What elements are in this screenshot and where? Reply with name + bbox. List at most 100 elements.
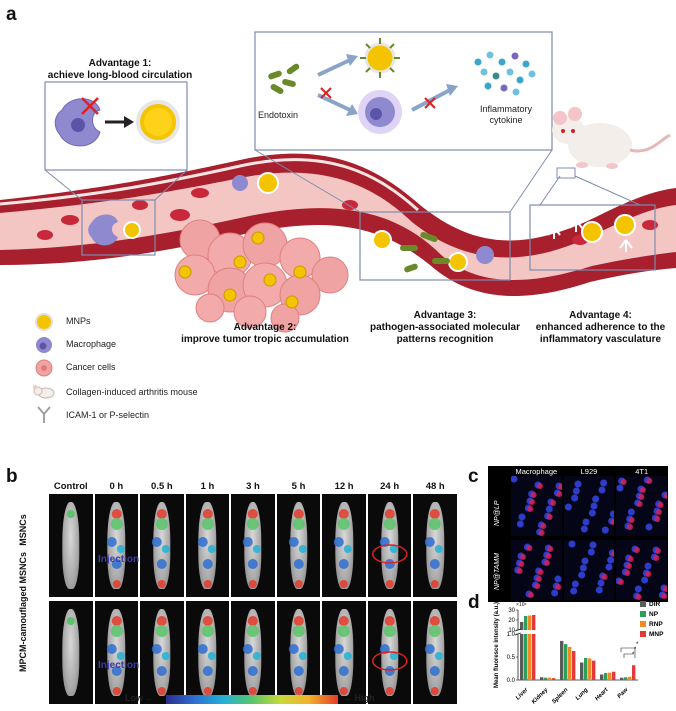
time-header: 12 h — [321, 481, 367, 492]
bar — [544, 678, 547, 680]
category-label: Spleen — [551, 687, 569, 705]
panel-b-imaging-grid — [48, 494, 458, 704]
bar — [520, 634, 523, 680]
cytokine-label: Inflammatorycytokine — [470, 104, 542, 126]
microscopy-column-header: Macrophage — [510, 467, 563, 476]
colorbar-low-label: Low ← — [125, 693, 155, 703]
microscopy-image — [511, 540, 562, 600]
y-tick-label: 1.0 — [507, 632, 516, 638]
legend-macrophage: Macrophage — [66, 339, 116, 349]
microscopy-image — [564, 540, 615, 600]
legend-swatch — [640, 631, 646, 637]
time-header: Control — [48, 481, 94, 492]
significance-mark: * — [636, 642, 639, 648]
bar — [624, 677, 627, 680]
adv2-label: Advantage 2:improve tumor tropic accumul… — [180, 322, 350, 346]
bar — [628, 677, 631, 680]
microscopy-image — [564, 476, 615, 536]
microscopy-image — [511, 476, 562, 536]
bar — [560, 641, 563, 680]
time-header: 5 h — [276, 481, 322, 492]
injection-label-top: Injection — [98, 554, 139, 565]
legend-label: MNP — [649, 631, 664, 638]
y-axis-label: Mean fluoresce intensity (a.u.) — [494, 602, 500, 688]
adv1-label: Advantage 1:achieve long-blood circulati… — [40, 58, 200, 82]
category-label: Kidney — [531, 687, 550, 706]
time-header: 48 h — [412, 481, 458, 492]
bar — [528, 616, 531, 631]
c-row-label-2: NP@TAMM — [494, 553, 501, 590]
mouse-image — [49, 601, 93, 704]
y-tick-label: 20 — [508, 618, 515, 624]
mouse-icon — [33, 385, 54, 398]
panel-d-letter: d — [468, 592, 480, 614]
bar — [608, 673, 611, 680]
panel-d-bar-chart: 1020300.00.51.0×10⁶Mean fluoresce intens… — [488, 598, 676, 711]
arthritis-mouse-illustration — [552, 107, 670, 169]
bar — [620, 678, 623, 680]
mouse-image — [49, 494, 93, 597]
bar — [532, 634, 535, 680]
panel-c-microscopy: MacrophageL9294T1 NP@LP NP@TAMM — [488, 466, 668, 602]
category-label: Liver — [515, 687, 530, 702]
row-label-mpcm-msncs: MPCM-camouflaged MSNCs — [18, 562, 28, 672]
bar — [632, 665, 635, 680]
legend-swatch — [640, 601, 646, 607]
mouse-image — [186, 494, 230, 597]
bar — [580, 663, 583, 680]
mouse-image — [140, 494, 184, 597]
endotoxin-box — [255, 32, 552, 150]
legend-arthritis-mouse: Collagen-induced arthritis mouse — [66, 387, 198, 397]
category-label: Paw — [617, 687, 630, 700]
time-header: 1 h — [185, 481, 231, 492]
legend-mnps: MNPs — [66, 316, 91, 326]
macrophage-icon — [36, 337, 52, 353]
time-header: 24 h — [367, 481, 413, 492]
microscopy-column-header: 4T1 — [615, 467, 668, 476]
legend-label: DIR — [649, 601, 661, 608]
mouse-image — [95, 494, 139, 597]
mouse-image — [231, 494, 275, 597]
legend-swatch — [640, 621, 646, 627]
panel-b-time-headers: Control0 h0.5 h1 h3 h5 h12 h24 h48 h — [48, 481, 458, 495]
mouse-image — [186, 601, 230, 704]
microscopy-column-header: L929 — [563, 467, 616, 476]
panel-b-letter: b — [6, 466, 18, 488]
time-header: 0 h — [94, 481, 140, 492]
mouse-image — [140, 601, 184, 704]
adv4-label: Advantage 4:enhanced adherence to theinf… — [528, 310, 673, 346]
y-exponent-label: ×10⁶ — [516, 602, 527, 608]
bar — [588, 658, 591, 680]
mouse-image — [368, 601, 412, 704]
bar — [604, 673, 607, 680]
mouse-image — [277, 601, 321, 704]
y-tick-label: 30 — [508, 608, 515, 614]
mouse-image — [277, 494, 321, 597]
mouse-image — [231, 601, 275, 704]
panel-c-letter: c — [468, 466, 479, 488]
category-label: Heart — [594, 686, 610, 702]
legend-receptor: ICAM-1 or P-selectin — [66, 410, 149, 420]
bar — [584, 658, 587, 680]
receptor-icon — [38, 407, 50, 423]
legend-swatch — [640, 611, 646, 617]
c-row-label-1: NP@LP — [494, 501, 501, 526]
mouse-image — [368, 494, 412, 597]
mouse-image — [413, 494, 457, 597]
bar — [564, 644, 567, 680]
microscopy-image — [616, 476, 667, 536]
bar — [612, 672, 615, 680]
tumor-cluster — [175, 220, 348, 332]
time-header: 3 h — [230, 481, 276, 492]
bar — [552, 678, 555, 680]
bar — [600, 674, 603, 680]
bar — [592, 661, 595, 680]
legend-label: RNP — [649, 621, 663, 628]
time-header: 0.5 h — [139, 481, 185, 492]
colorbar — [166, 695, 338, 704]
injection-label-bottom: Injection — [98, 660, 139, 671]
bar — [548, 678, 551, 680]
y-tick-label: 0.0 — [507, 678, 516, 684]
bar — [568, 647, 571, 680]
mouse-image — [95, 601, 139, 704]
